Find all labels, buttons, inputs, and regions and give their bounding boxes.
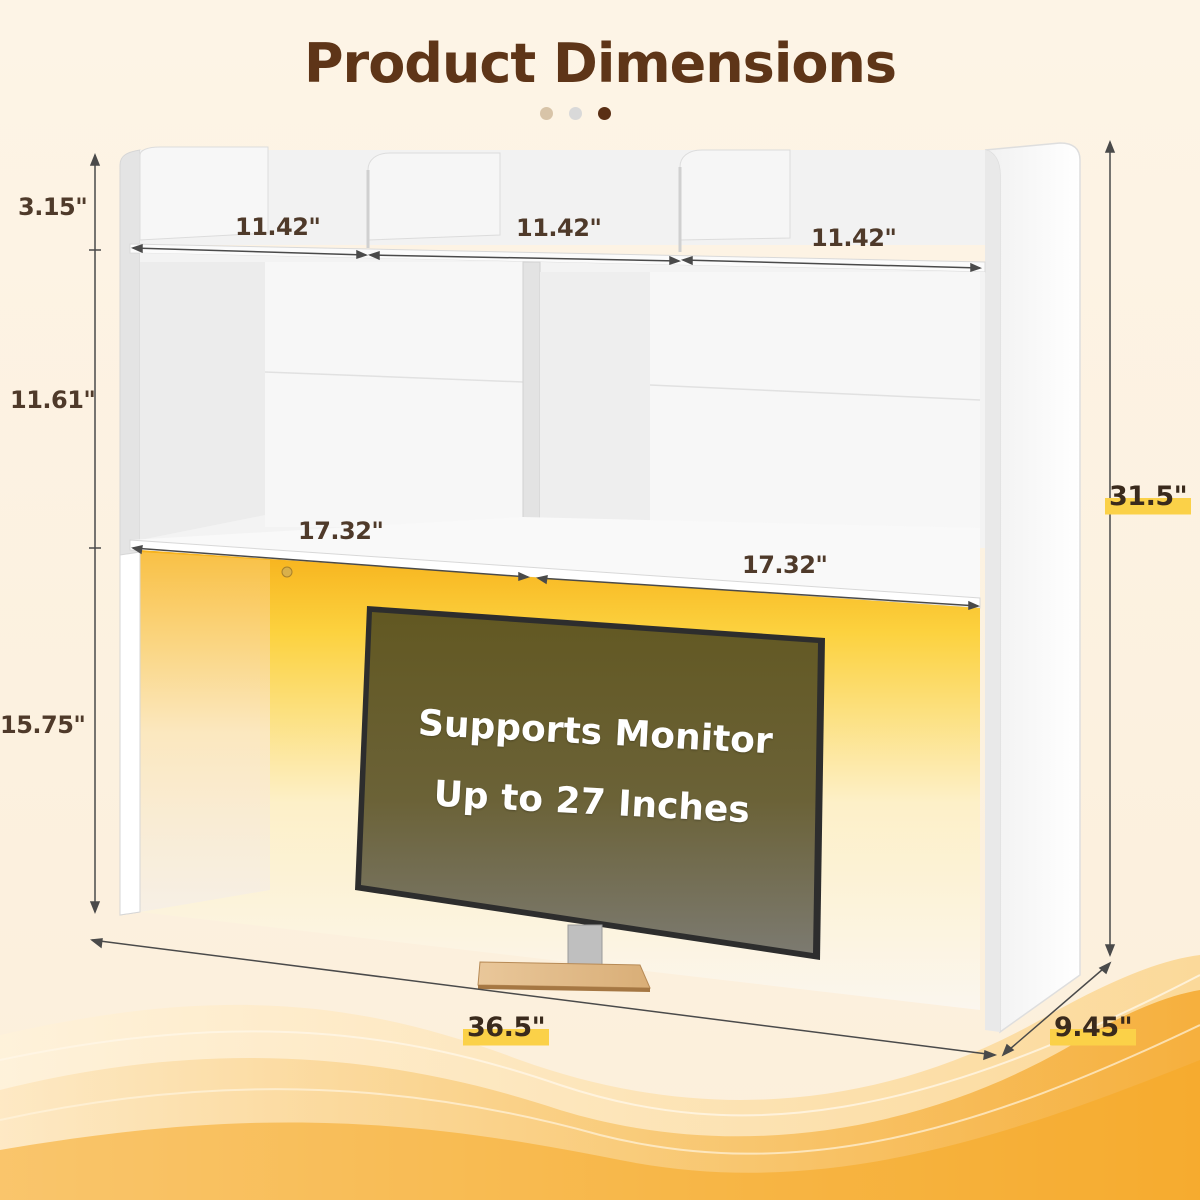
total-width-label: 36.5": [463, 1010, 550, 1047]
decorative-wave: [0, 955, 1200, 1200]
hutch: [119, 142, 1081, 1034]
middle-compartment-width-2: 17.32": [742, 551, 828, 579]
dimension-lines: [89, 139, 1116, 1061]
monitor: [355, 606, 825, 992]
bottom-height-label: 15.75": [0, 711, 86, 739]
top-compartment-width-1: 11.42": [235, 213, 321, 241]
depth-label: 9.45": [1050, 1010, 1137, 1047]
top-height-label: 3.15": [18, 193, 88, 221]
top-compartment-width-2: 11.42": [516, 214, 602, 242]
middle-height-label: 11.61": [10, 386, 96, 414]
color-swatch-dot-1: [540, 107, 553, 120]
page-title: Product Dimensions: [303, 32, 897, 95]
middle-compartment-width-1: 17.32": [298, 517, 384, 545]
total-height-label: 31.5": [1105, 479, 1192, 516]
color-swatch-dot-3: [598, 107, 611, 120]
monitor-caption: Supports Monitor Up to 27 Inches: [364, 686, 822, 869]
color-swatch-dot-2: [569, 107, 582, 120]
top-compartment-width-3: 11.42": [811, 224, 897, 252]
